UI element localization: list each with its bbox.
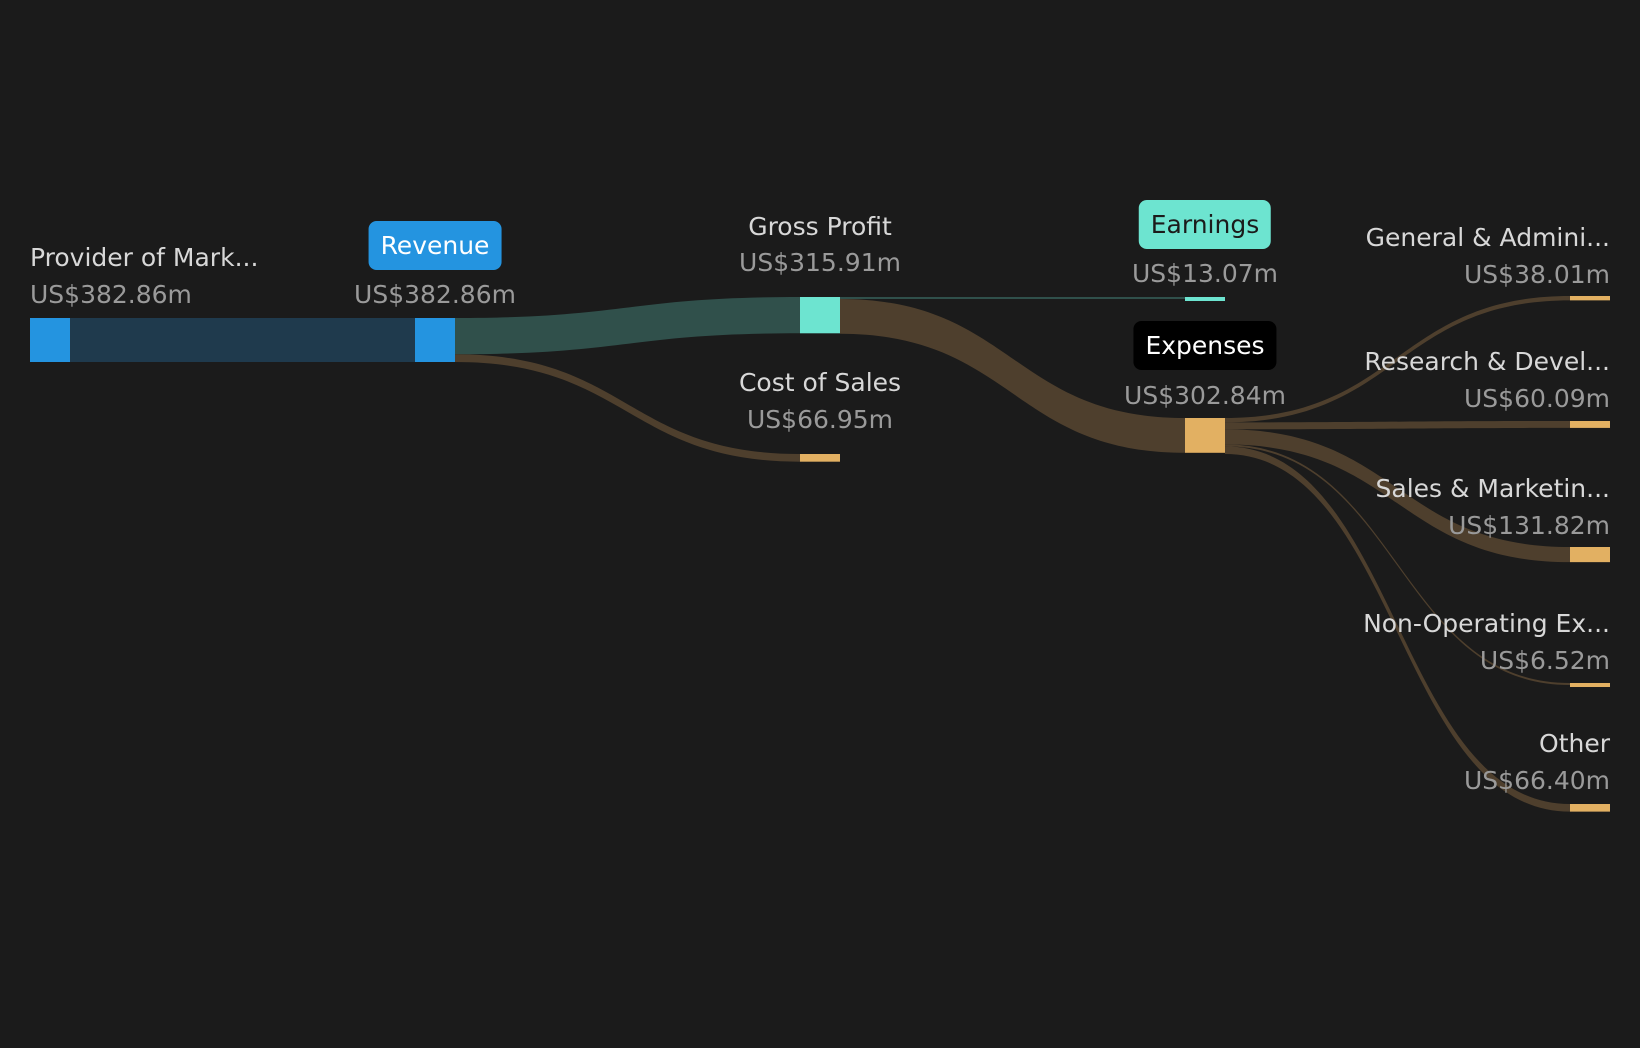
node-label-earnings: Earnings (1138, 200, 1272, 249)
node-value-sm: US$131.82m (1448, 511, 1610, 540)
node-value-earnings: US$13.07m (1132, 259, 1278, 288)
node-value-rd: US$60.09m (1464, 384, 1610, 413)
node-value-other: US$66.40m (1464, 766, 1610, 795)
node-bar-sm (1570, 547, 1610, 563)
node-bar-gross_profit (800, 297, 840, 334)
node-bar-cost_of_sales (800, 454, 840, 462)
link-expenses-to-other (1225, 446, 1570, 812)
link-gross_profit-to-expenses (840, 299, 1185, 453)
node-value-ga: US$38.01m (1464, 260, 1610, 289)
node-label-other: Other (1539, 729, 1610, 758)
node-bar-rd (1570, 421, 1610, 428)
node-bar-revenue (415, 318, 455, 362)
node-label-provider: Provider of Mark... (30, 243, 259, 272)
node-bar-provider (30, 318, 70, 362)
node-bar-ga (1570, 296, 1610, 301)
link-expenses-to-nonop (1225, 444, 1570, 685)
node-value-cost-of-sales: US$66.95m (747, 405, 893, 434)
node-label-sm: Sales & Marketin... (1375, 474, 1611, 503)
link-expenses-to-ga (1225, 296, 1570, 423)
node-label-revenue: Revenue (368, 221, 502, 270)
node-bar-expenses (1185, 418, 1225, 453)
node-bar-earnings (1185, 297, 1225, 301)
link-expenses-to-rd (1225, 421, 1570, 430)
link-provider-to-revenue (70, 318, 415, 362)
node-label-ga: General & Admini... (1365, 223, 1610, 252)
node-label-expenses: Expenses (1133, 321, 1277, 370)
node-value-expenses: US$302.84m (1124, 381, 1286, 410)
node-label-rd: Research & Devel... (1364, 347, 1610, 376)
node-bar-other (1570, 804, 1610, 812)
link-expenses-to-sm (1225, 429, 1570, 563)
node-label-gross-profit: Gross Profit (748, 212, 892, 241)
node-label-cost-of-sales: Cost of Sales (738, 368, 902, 397)
link-gross_profit-to-earnings (840, 297, 1185, 299)
node-bar-nonop (1570, 683, 1610, 687)
link-revenue-to-cost_of_sales (455, 354, 800, 462)
node-value-revenue: US$382.86m (354, 280, 516, 309)
node-value-gross-profit: US$315.91m (739, 248, 901, 277)
node-value-nonop: US$6.52m (1479, 646, 1610, 675)
link-revenue-to-gross_profit (455, 297, 800, 355)
node-value-provider: US$382.86m (30, 280, 192, 309)
node-label-nonop: Non-Operating Ex... (1363, 609, 1610, 638)
